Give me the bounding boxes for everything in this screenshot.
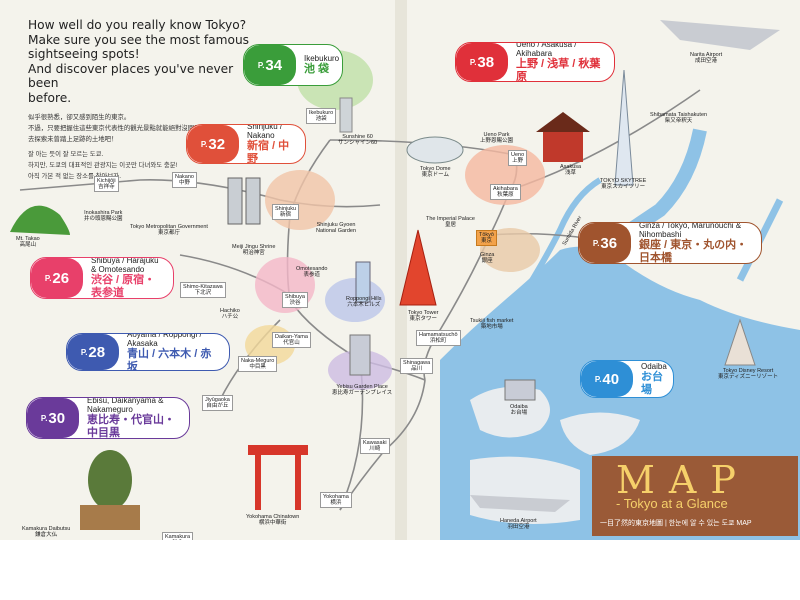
intro-line: 去探索未曾踏上足跡的土地吧！ <box>28 135 118 143</box>
intro-line: And discover places you've never been <box>28 61 234 91</box>
area-name-en: Shinjuku / Nakano <box>247 124 283 140</box>
page-number: P.28 <box>67 334 119 370</box>
page-number: P.32 <box>187 125 239 163</box>
intro-line: 잘 아는 듯이 잘 모르는 도쿄. <box>28 150 104 158</box>
page-number: P.38 <box>456 43 508 81</box>
area-name-jp: 上野 / 浅草 / 秋葉原 <box>516 58 601 82</box>
map-title: MAP <box>616 458 750 502</box>
intro-line: Make sure you see the most famous <box>28 32 250 47</box>
page-number: P.40 <box>581 361 633 397</box>
map-title-box: MAP - Tokyo at a Glance 一目了然的東京地圖 | 한눈에 … <box>592 456 798 536</box>
map-canvas: How well do you really know Tokyo? Make … <box>0 0 800 540</box>
map-subtitle-multilingual: 一目了然的東京地圖 | 한눈에 알 수 있는 도쿄 MAP <box>600 520 752 527</box>
area-name-jp: 恵比寿・代官山・中目黒 <box>87 414 175 439</box>
area-name-jp: 新宿 / 中野 <box>247 140 290 164</box>
page-number: P.30 <box>27 398 79 438</box>
page-number: P.34 <box>244 45 296 85</box>
area-name-jp: 青山 / 六本木 / 赤坂 <box>127 348 212 371</box>
area-name-en: Odaiba <box>641 361 667 371</box>
area-name-jp: お台場 <box>641 370 663 396</box>
station-kamakura[interactable]: Kamakura鎌倉 <box>162 532 194 540</box>
area-name-jp: 池 袋 <box>304 63 330 75</box>
area-name-jp: 渋谷 / 原宿・表参道 <box>91 274 156 299</box>
intro-line: 하지만, 도쿄의 대표적인 관광지는 이곳만 다녀와도 충분! <box>28 161 178 169</box>
intro-korean: 잘 아는 듯이 잘 모르는 도쿄. 하지만, 도쿄의 대표적인 관광지는 이곳만… <box>28 149 258 182</box>
intro-line: How well do you really know Tokyo? <box>28 18 247 32</box>
area-name-jp: 銀座 / 東京・丸の内・日本橋 <box>639 239 748 264</box>
intro-line: sightseeing spots! <box>28 47 140 62</box>
intro-line: before. <box>28 90 72 105</box>
area-name-en: Ginza / Tokyo, Marunouchi & Nihombashi <box>639 222 742 239</box>
intro-line: 不過，只要把握住這些東京代表性的觀光景點就能絕對沒問題！ <box>28 124 207 132</box>
area-name-en: Shibuya / Harajuku & Omotesando <box>91 257 159 274</box>
area-name-en: Aoyama / Roppongi / Akasaka <box>127 333 202 348</box>
page-number: P.26 <box>31 258 83 298</box>
page-number: P.36 <box>579 223 631 263</box>
area-name-en: Ikebukuro <box>304 54 340 63</box>
intro-english: How well do you really know Tokyo? Make … <box>28 18 258 106</box>
map-subtitle: - Tokyo at a Glance <box>616 496 728 511</box>
area-badge-ginza[interactable]: P.36 Ginza / Tokyo, Marunouchi & Nihomba… <box>578 222 762 264</box>
intro-chinese: 似乎很熟悉，卻又感到陌生的東京。 不過，只要把握住這些東京代表性的觀光景點就能絕… <box>28 112 258 145</box>
area-name-en: Ueno / Asakusa / Akihabara <box>516 42 577 58</box>
intro-text: How well do you really know Tokyo? Make … <box>28 18 258 182</box>
intro-line: 아직 가본 적 없는 장소를 찾아보자. <box>28 172 121 180</box>
intro-line: 似乎很熟悉，卻又感到陌生的東京。 <box>28 113 131 121</box>
area-name-en: Ebisu, Daikanyama & Nakameguro <box>87 397 164 414</box>
